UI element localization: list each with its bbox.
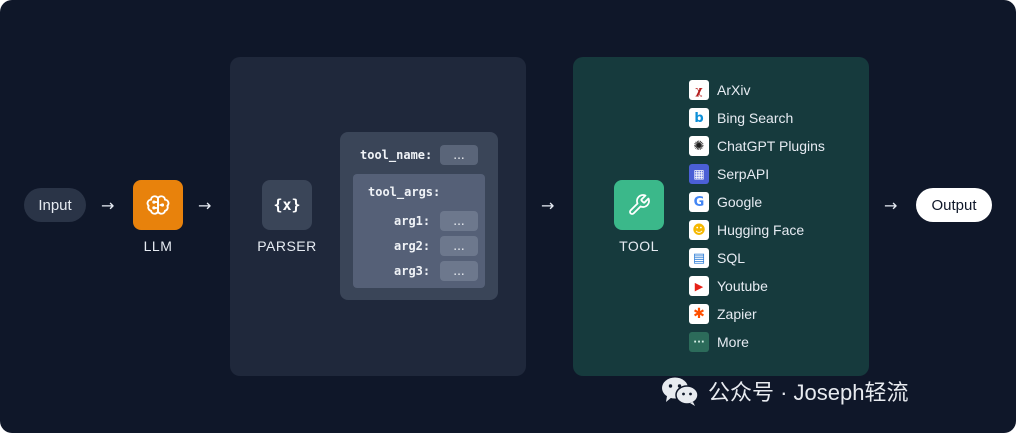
sql-icon: ▤ (689, 248, 709, 268)
curly-braces-x-icon: {x} (273, 196, 301, 214)
tool-item-youtube: ▶ Youtube (689, 276, 768, 296)
tool-item-arxiv: χ ArXiv (689, 80, 750, 100)
arxiv-icon: χ (689, 80, 709, 100)
tool-name-key: tool_name: (360, 148, 433, 162)
tool-item-sql: ▤ SQL (689, 248, 745, 268)
parser-node: {x} (262, 180, 312, 230)
output-node: Output (916, 188, 992, 222)
llm-label: LLM (143, 238, 173, 254)
tool-item-serpapi: ▦ SerpAPI (689, 164, 769, 184)
openai-icon: ✺ (689, 136, 709, 156)
input-node: Input (24, 188, 86, 222)
watermark-text: 公众号 · Joseph轻流 (708, 380, 909, 405)
zapier-icon: ✱ (689, 304, 709, 324)
output-label: Output (931, 196, 977, 214)
arrow-llm-parser: → (198, 196, 212, 215)
tool-item-bing-search: b Bing Search (689, 108, 793, 128)
arg3-value: ... (440, 261, 478, 281)
tool-node (614, 180, 664, 230)
wechat-icon (662, 377, 699, 406)
wrench-icon (629, 194, 650, 215)
tool-name-value: ... (440, 145, 478, 165)
tool-item-more: ··· More (689, 332, 749, 352)
brain-icon (146, 195, 170, 215)
arg2-key: arg2: (394, 239, 431, 253)
input-label: Input (38, 196, 72, 214)
tool-item-hugging-face: ☻ Hugging Face (689, 220, 804, 240)
tool-args-key: tool_args: (368, 185, 441, 199)
tool-item-google: G Google (689, 192, 762, 212)
tool-label: TOOL (619, 238, 659, 254)
arrow-parser-tool: → (541, 196, 555, 215)
google-icon: G (689, 192, 709, 212)
bing-icon: b (689, 108, 709, 128)
tool-item-chatgpt-plugins: ✺ ChatGPT Plugins (689, 136, 825, 156)
llm-node (133, 180, 183, 230)
watermark: 公众号 · Joseph轻流 (660, 375, 909, 407)
parser-label: PARSER (257, 238, 317, 254)
arg2-value: ... (440, 236, 478, 256)
tool-item-zapier: ✱ Zapier (689, 304, 757, 324)
arrow-tool-output: → (884, 196, 898, 215)
more-icon: ··· (689, 332, 709, 352)
youtube-icon: ▶ (689, 276, 709, 296)
arg1-value: ... (440, 211, 478, 231)
arg1-key: arg1: (394, 214, 431, 228)
arrow-input-llm: → (101, 196, 115, 215)
serpapi-icon: ▦ (689, 164, 709, 184)
arg3-key: arg3: (394, 264, 431, 278)
hugging-face-icon: ☻ (689, 220, 709, 240)
